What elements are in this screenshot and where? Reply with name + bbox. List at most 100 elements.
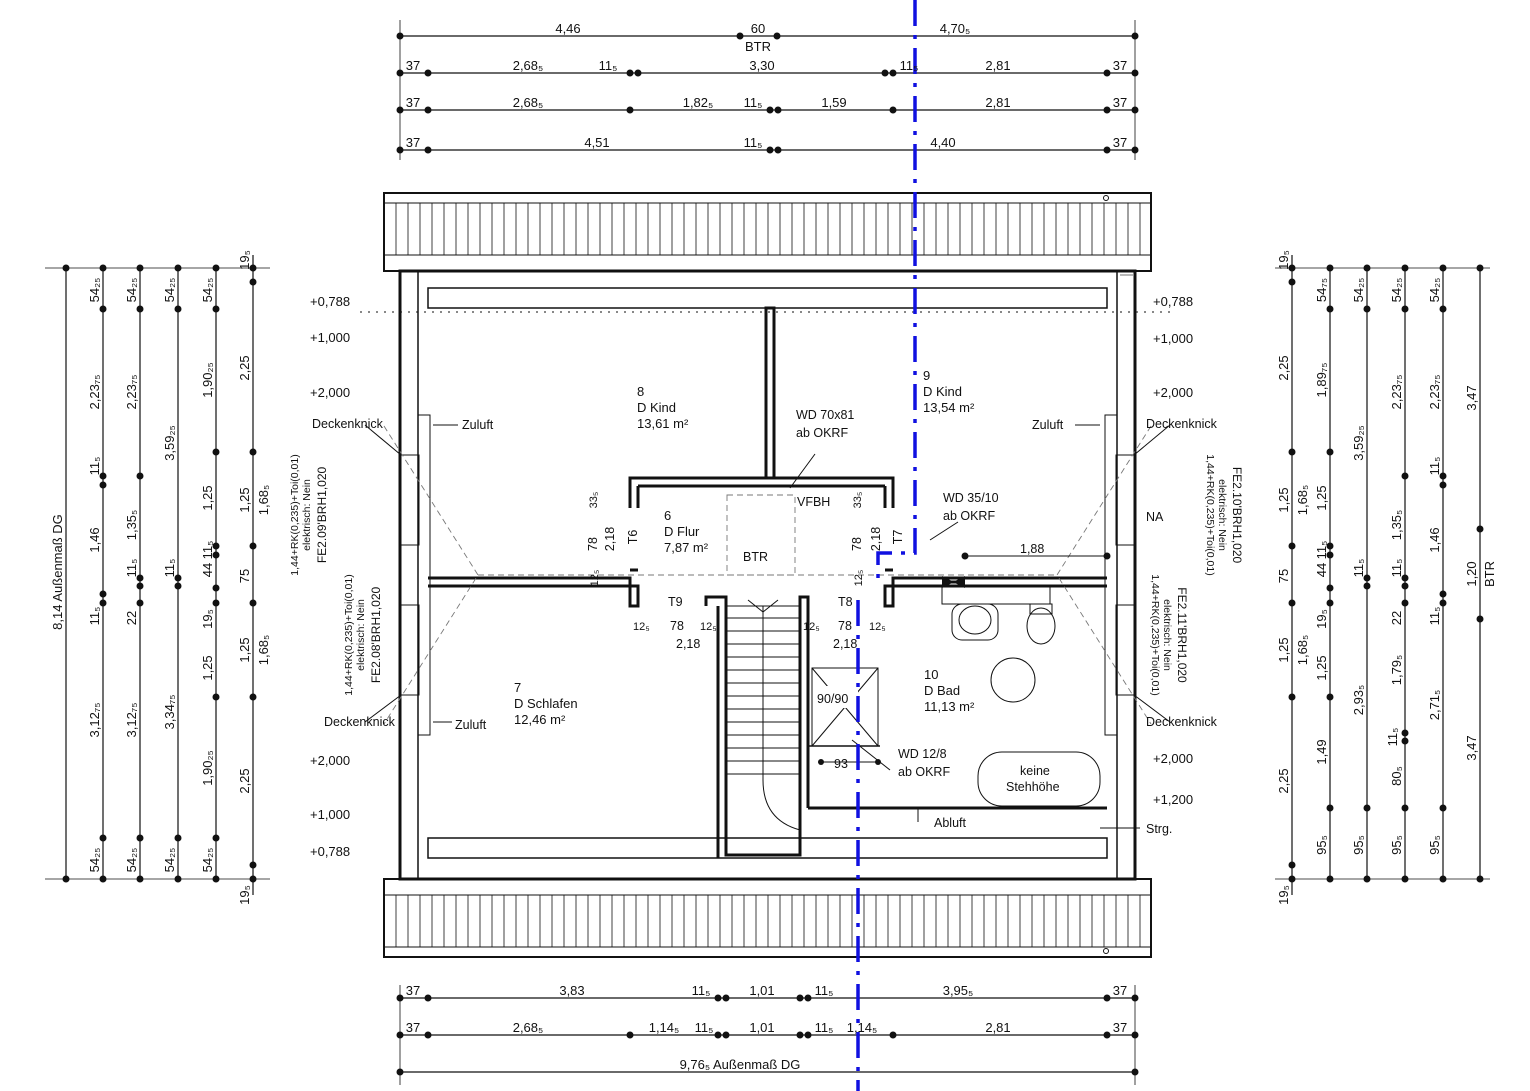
dim-label: 1,25 xyxy=(1276,637,1291,662)
overall-width-label: 9,76₅ Außenmaß DG xyxy=(680,1057,801,1072)
door-tag: T6 xyxy=(626,530,640,545)
door-width: 78 xyxy=(838,619,852,633)
window-label: FE2.10'BRH1,020 xyxy=(1230,467,1244,564)
stair xyxy=(725,599,801,856)
dim-label: 44 xyxy=(200,563,215,577)
dim-label: 2,25 xyxy=(237,355,252,380)
wd-label: WD 12/8 xyxy=(898,747,947,761)
dim-label: 11₅ xyxy=(1351,559,1366,578)
height-label: +0,788 xyxy=(310,844,350,859)
dim-label: 1,68₅ xyxy=(1295,635,1310,666)
dim-label: 1,46 xyxy=(87,527,102,552)
abluft-label: Abluft xyxy=(934,816,966,830)
door-tag: T8 xyxy=(838,595,853,609)
dim-label: 3,12₇₅ xyxy=(87,702,102,737)
dim-label: 37 xyxy=(406,95,420,110)
dim-label: 1,46 xyxy=(1427,527,1442,552)
room-name: D Kind xyxy=(923,384,962,399)
dim-label: 54₂₅ xyxy=(162,278,177,303)
dim-label: 11₅ xyxy=(695,1020,714,1035)
wd-label: ab OKRF xyxy=(898,765,950,779)
window-label: 1,44+RK(0,235)+Toi(0,01) xyxy=(289,454,301,575)
dim-label: 37 xyxy=(1113,983,1127,998)
dim-label: 11₅ xyxy=(599,58,618,73)
dim-label: 19₅ xyxy=(1276,885,1291,905)
section-axis-line xyxy=(876,0,917,580)
roof-eave-top xyxy=(383,192,1152,272)
window-label: 1,44+RK(0,235)+Toi(0,01) xyxy=(1149,574,1161,695)
deckenknick-label: Deckenknick xyxy=(1146,715,1218,729)
dim-label: 19₅ xyxy=(1276,250,1291,270)
dim-label: 1,59 xyxy=(821,95,846,110)
dim-label: 54₂₅ xyxy=(87,278,102,303)
dim-label: 4,70₅ xyxy=(940,21,971,36)
bath-fixtures xyxy=(811,552,1111,807)
room-number: 6 xyxy=(664,508,671,523)
dim-label: 2,25 xyxy=(1276,768,1291,793)
window-frames xyxy=(383,414,1152,736)
dim-label: 95₅ xyxy=(1314,835,1329,855)
dim-label: 1,25 xyxy=(237,637,252,662)
door-height: 2,18 xyxy=(676,637,700,651)
dim-label: 19₅ xyxy=(237,250,252,270)
dim-label: 2,71₅ xyxy=(1427,690,1442,721)
dim-label: 11₅ xyxy=(744,95,763,110)
roof-eave-bottom xyxy=(383,878,1152,958)
dim-label: 3,59₂₅ xyxy=(1351,425,1366,461)
deckenknick-label: Deckenknick xyxy=(324,715,396,729)
dim-label: 1,79₅ xyxy=(1389,655,1404,686)
zuluft-label: Zuluft xyxy=(462,418,494,432)
window-label: 1,44+RK(0,235)+Toi(0,01) xyxy=(1204,454,1216,575)
dim-label: 1,88 xyxy=(1020,542,1044,556)
height-label: +2,000 xyxy=(310,385,350,400)
window-label: FE2.11'BRH1,020 xyxy=(1175,587,1189,683)
bottom-dimension-labels: 37 3,83 11₅ 1,01 11₅ 3,95₅ 37 37 2,68₅ 1… xyxy=(406,983,1127,1072)
window-label: 1,44+RK(0,235)+Toi(0,01) xyxy=(343,574,355,695)
dim-label: 37 xyxy=(1113,95,1127,110)
room-labels: 8 D Kind 13,61 m² 9 D Kind 13,54 m² 6 D … xyxy=(514,368,975,727)
room-area: 13,61 m² xyxy=(637,416,689,431)
dim-label: 11₅ xyxy=(87,457,102,476)
dim-label: 11₅ xyxy=(815,1020,834,1035)
deckenknick-label: Deckenknick xyxy=(1146,417,1218,431)
room-name: D Bad xyxy=(924,683,960,698)
room-area: 13,54 m² xyxy=(923,400,975,415)
right-dimension-chains xyxy=(1275,255,1490,895)
dim-label: 1,25 xyxy=(1276,487,1291,512)
right-dimension-labels: 19₅ 2,25 1,25 1,68₅ 75 1,25 1,68₅ 2,25 1… xyxy=(1276,250,1497,905)
zuluft-label: Zuluft xyxy=(1032,418,1064,432)
wd-label: WD 35/10 xyxy=(943,491,999,505)
dim-label: 37 xyxy=(1113,135,1127,150)
wd-label: WD 70x81 xyxy=(796,408,854,422)
dim-label: 3,47 xyxy=(1464,735,1479,760)
dim-label: 1,90₂₅ xyxy=(200,750,215,786)
door-width: 78 xyxy=(670,619,684,633)
reveal-label: 12₅ xyxy=(700,621,717,633)
reveal-label: 12₅ xyxy=(633,621,650,633)
dim-label: 1,90₂₅ xyxy=(200,362,215,398)
dim-label: 11₅ xyxy=(815,983,834,998)
dim-label: 95₅ xyxy=(1351,835,1366,855)
dim-label: 80₅ xyxy=(1389,766,1404,786)
height-markers: +0,788 +1,000 +2,000 +2,000 +1,000 +0,78… xyxy=(310,294,1193,859)
dim-label: 1,82₅ xyxy=(683,95,714,110)
height-label: +0,788 xyxy=(1153,294,1193,309)
vfbh-label: VFBH xyxy=(797,495,830,509)
height-label: +1,000 xyxy=(310,807,350,822)
btr-label: BTR xyxy=(743,550,768,564)
dim-label: 19₅ xyxy=(1314,609,1329,629)
dim-label: 33₅ xyxy=(852,492,864,509)
dim-label: 2,23₇₅ xyxy=(1427,374,1442,409)
dim-label: 1,68₅ xyxy=(256,635,271,666)
dim-label: 11₅ xyxy=(692,983,711,998)
room-area: 11,13 m² xyxy=(924,699,975,714)
dim-label: 33₅ xyxy=(588,492,600,509)
dim-label: 11₅ xyxy=(87,607,102,626)
dim-label: 2,68₅ xyxy=(513,1020,544,1035)
zuluft-label: Zuluft xyxy=(455,718,487,732)
dim-label: 1,35₅ xyxy=(1389,510,1404,541)
dim-label: 22 xyxy=(124,611,139,625)
height-label: +0,788 xyxy=(310,294,350,309)
left-dimension-chains xyxy=(45,255,270,895)
